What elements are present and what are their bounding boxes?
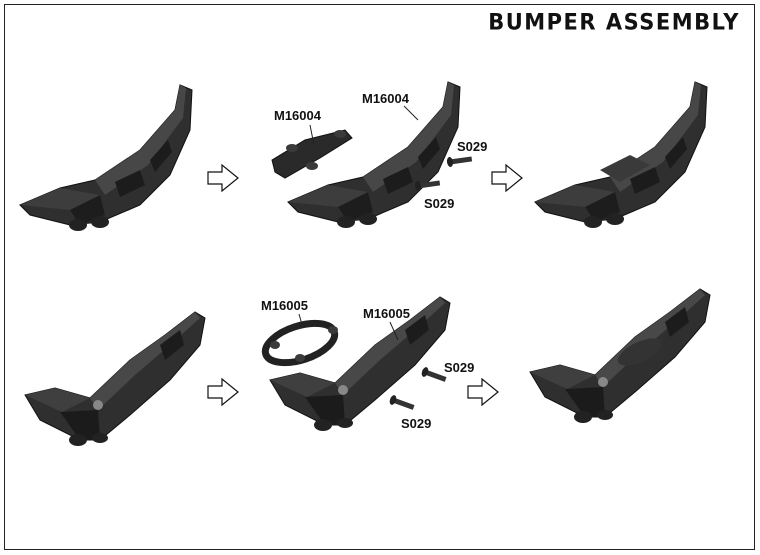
row1-step1-bumper [19,84,193,232]
label-row1-bumper-mount: M16004 [274,108,322,123]
row1-screw-upper [446,153,473,168]
diagram-frame [4,4,755,550]
label-row1-bumper: M16004 [362,91,410,106]
row2-step3-assembled [529,288,711,424]
label-row1-screw-upper: S029 [457,139,487,154]
label-row2-bumper: M16005 [363,306,410,321]
row2-step1-bumper [24,311,206,447]
row2-screw-lower [388,394,416,413]
row1-arrow-2 [491,164,523,192]
row1-step3-assembled [534,81,708,229]
label-row2-screw-upper: S029 [444,360,474,375]
row2-arrow-1 [207,378,239,406]
label-row1-screw-lower: S029 [424,196,454,211]
row1-step2-exploded [271,81,473,229]
label-row2-bumper-mount: M16005 [261,298,308,313]
row2-step2-exploded [261,296,451,432]
diagram-title: BUMPER ASSEMBLY [488,9,740,35]
row2-arrow-2 [467,378,499,406]
row1-arrow-1 [207,164,239,192]
label-row2-screw-lower: S029 [401,416,431,431]
